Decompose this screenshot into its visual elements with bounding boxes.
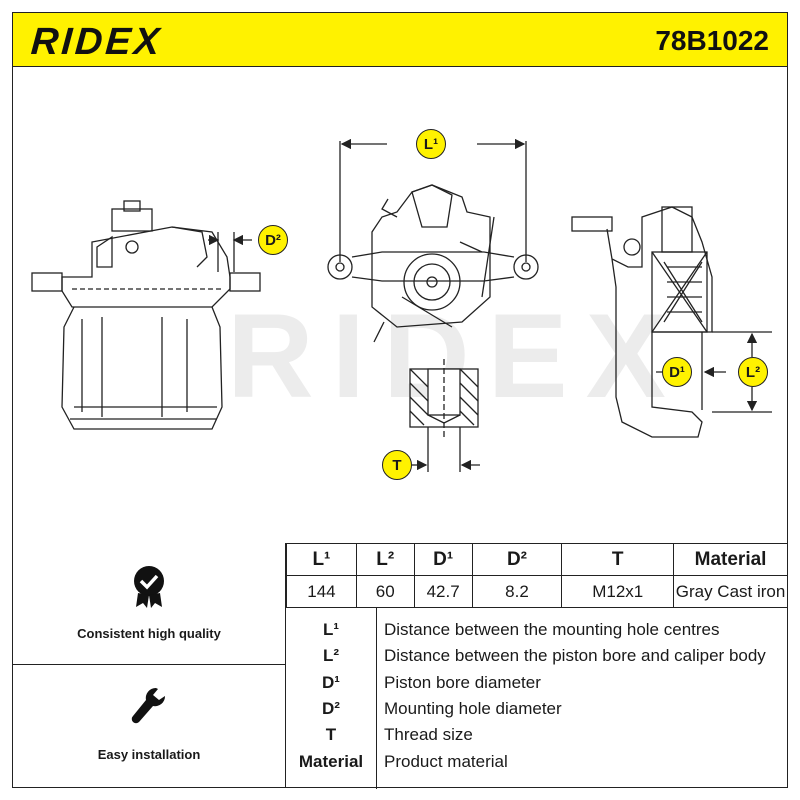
spec-value-cell: M12x1 — [561, 575, 675, 608]
legend-key: L¹ — [322, 620, 340, 639]
feature-installation: Easy installation — [12, 665, 286, 788]
legend-key: L² — [322, 646, 340, 665]
feature-label: Consistent high quality — [77, 626, 221, 641]
spec-header-cell: D¹ — [413, 543, 473, 576]
spec-value-cell: 60 — [355, 575, 415, 608]
dimension-badge-l1: L¹ — [416, 129, 446, 159]
dimension-badge-d2: D² — [258, 225, 288, 255]
header-bar: RIDEX 78B1022 — [12, 12, 788, 67]
legend-row: L² Distance between the piston bore and … — [286, 642, 788, 668]
part-number: 78B1022 — [655, 25, 769, 56]
spec-header-cell: L² — [355, 543, 415, 576]
dimension-badge-d1: D¹ — [662, 357, 692, 387]
legend-row: D² Mounting hole diameter — [286, 695, 788, 721]
legend-text: Distance between the mounting hole centr… — [384, 620, 720, 639]
legend-divider — [376, 608, 377, 789]
legend-row: Material Product material — [286, 748, 788, 774]
spec-section: Consistent high quality Easy installatio… — [12, 543, 788, 789]
dimension-legend: L¹ Distance between the mounting hole ce… — [286, 607, 788, 789]
spec-header-cell: T — [561, 543, 675, 576]
caliper-drawing-svg — [31, 138, 772, 472]
feature-label: Easy installation — [97, 747, 201, 762]
spec-table: L¹ L² D¹ D² T Material 144 60 42.7 8.2 M… — [286, 543, 788, 608]
dimension-badge-t: T — [382, 450, 412, 480]
caliper-section-view — [571, 206, 772, 438]
legend-row: L¹ Distance between the mounting hole ce… — [286, 616, 788, 642]
spec-header-row: L¹ L² D¹ D² T Material — [286, 543, 788, 576]
spec-value-cell: 42.7 — [413, 575, 473, 608]
spec-value-cell: 8.2 — [471, 575, 563, 608]
legend-text: Piston bore diameter — [384, 673, 541, 692]
legend-text: Distance between the piston bore and cal… — [384, 646, 766, 665]
bore-detail — [409, 359, 480, 472]
legend-key: Material — [298, 752, 364, 771]
dimension-badge-l2: L² — [738, 357, 768, 387]
brand-logo: RIDEX — [29, 21, 164, 63]
legend-text: Product material — [384, 752, 508, 771]
legend-row: T Thread size — [286, 721, 788, 747]
spec-value-row: 144 60 42.7 8.2 M12x1 Gray Cast iron — [286, 575, 788, 608]
spec-header-cell: D² — [471, 543, 563, 576]
spec-value-cell: Gray Cast iron — [673, 575, 788, 608]
spec-header-cell: L¹ — [286, 543, 357, 576]
technical-drawing: RIDEX — [12, 67, 788, 543]
caliper-front-view — [31, 200, 261, 430]
spec-header-cell: Material — [673, 543, 788, 576]
caliper-side-view — [327, 138, 539, 343]
spec-value-cell: 144 — [286, 575, 357, 608]
legend-text: Mounting hole diameter — [384, 699, 562, 718]
legend-key: T — [325, 725, 337, 744]
legend-key: D¹ — [322, 673, 340, 692]
feature-quality: Consistent high quality — [12, 543, 286, 665]
wrench-icon — [131, 687, 166, 724]
legend-text: Thread size — [384, 725, 473, 744]
legend-row: D¹ Piston bore diameter — [286, 669, 788, 695]
legend-key: D² — [322, 699, 340, 718]
quality-badge-icon — [134, 566, 164, 608]
